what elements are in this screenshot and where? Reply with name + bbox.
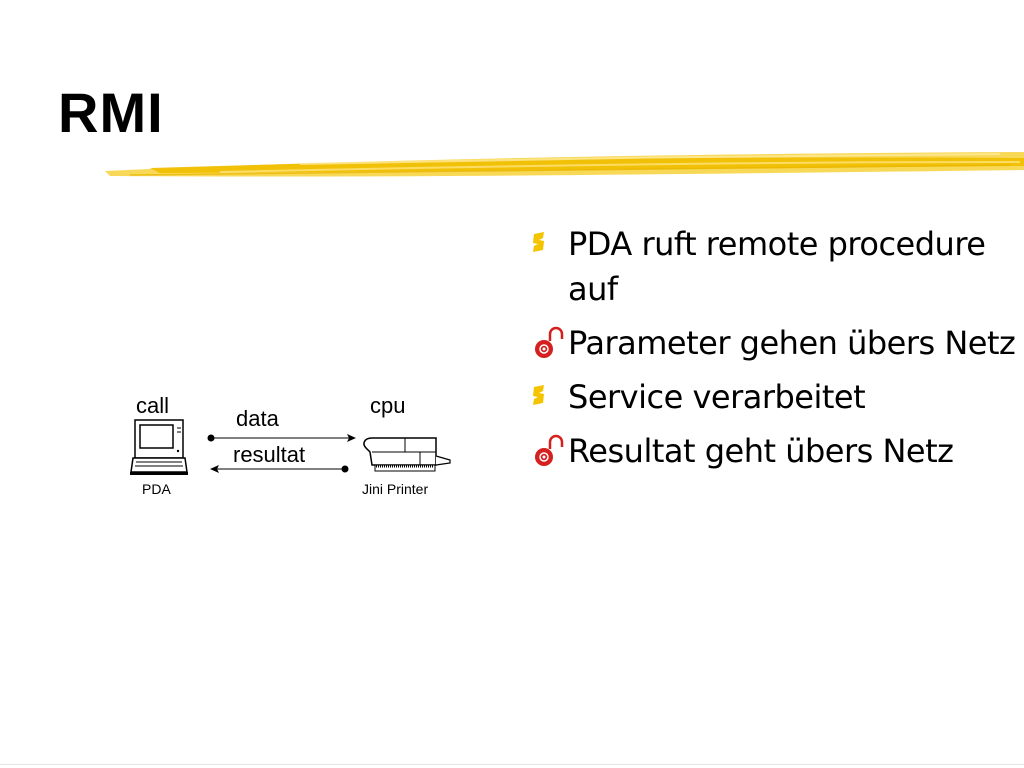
- result-label: resultat: [233, 442, 306, 467]
- result-arrow: [210, 465, 349, 473]
- bullet-item: PDA ruft remote procedure auf: [530, 222, 1020, 312]
- printer-icon: [363, 437, 451, 472]
- cpu-label: cpu: [370, 393, 406, 418]
- bullet-text: Resultat geht übers Netz: [568, 432, 954, 470]
- red-padlock-bullet-icon: [535, 434, 564, 466]
- computer-icon: [130, 419, 188, 475]
- bullet-item: Resultat geht übers Netz: [530, 429, 1020, 474]
- bullet-list: PDA ruft remote procedure auf Parameter …: [530, 222, 1020, 483]
- yellow-square-bullet-icon: [533, 385, 544, 405]
- diagram-graphics: [130, 419, 451, 475]
- bullet-text: Parameter gehen übers Netz: [568, 324, 1016, 362]
- rmi-diagram: call cpu data resultat PDA Jini Printer: [120, 380, 480, 510]
- title-underline-swoosh: [105, 152, 1024, 177]
- red-padlock-bullet-icon: [535, 326, 564, 358]
- slide-title: RMI: [58, 81, 164, 144]
- bullet-text: PDA ruft remote procedure auf: [568, 225, 986, 308]
- data-arrow: [207, 434, 356, 442]
- yellow-square-bullet-icon: [533, 232, 544, 252]
- bullet-text: Service verarbeitet: [568, 378, 866, 416]
- footer-divider: [0, 764, 1024, 765]
- bullet-item: Service verarbeitet: [530, 375, 1020, 420]
- data-label: data: [236, 406, 279, 431]
- bullet-item: Parameter gehen übers Netz: [530, 321, 1020, 366]
- call-label: call: [136, 393, 170, 418]
- pda-caption: PDA: [142, 481, 171, 497]
- printer-caption: Jini Printer: [362, 481, 429, 497]
